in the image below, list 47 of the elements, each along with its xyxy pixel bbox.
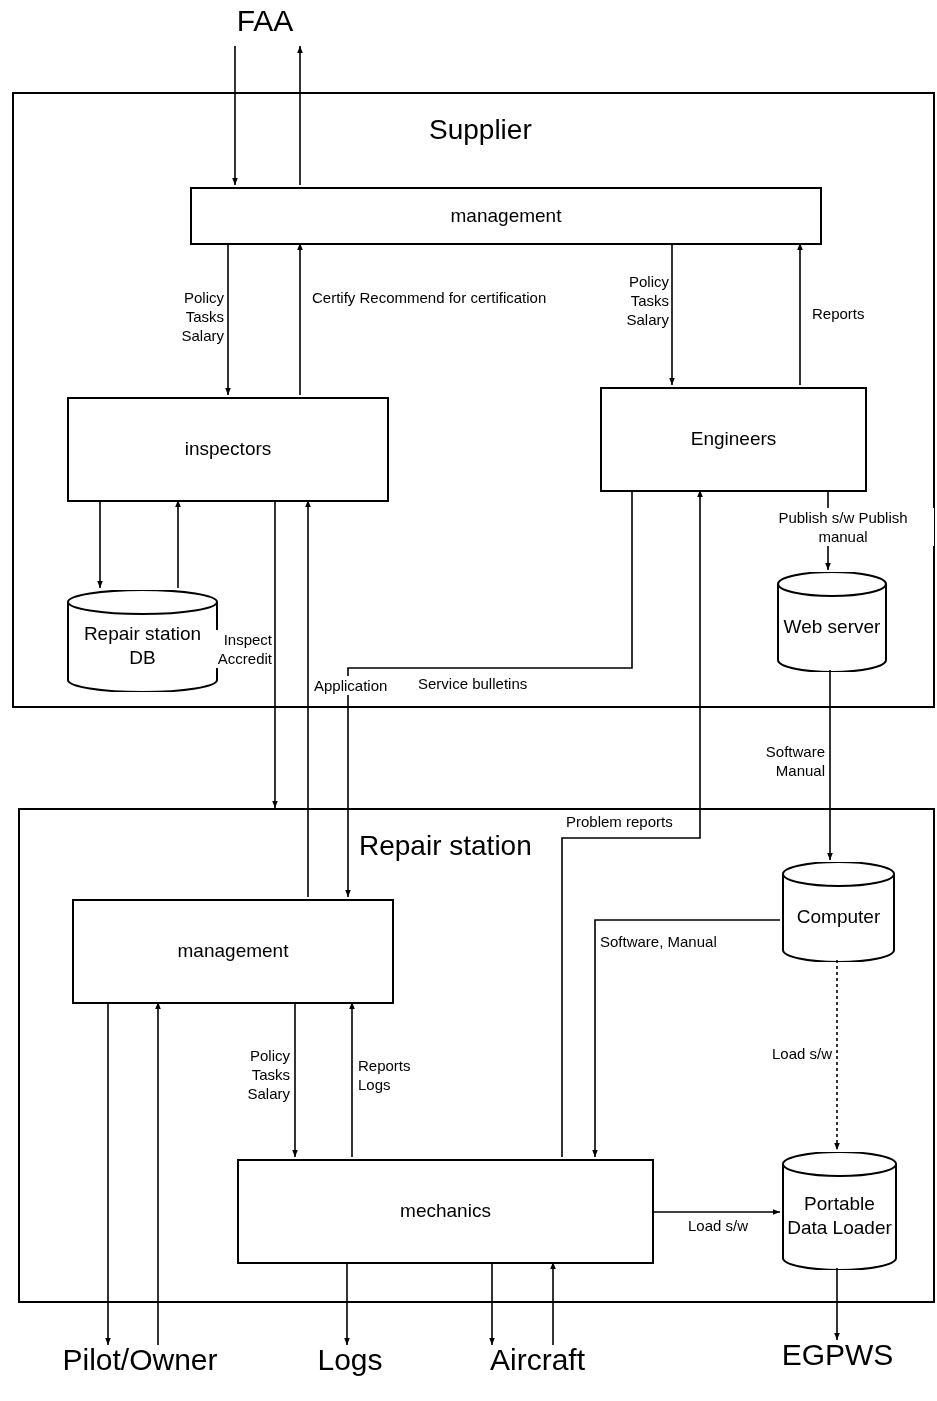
arrow <box>105 1001 111 1346</box>
arrow <box>225 242 231 396</box>
arrow <box>272 499 278 809</box>
arrow <box>155 1001 161 1346</box>
arrow <box>550 1261 556 1346</box>
node-label: Computer <box>796 905 881 929</box>
node-label: EGPWS <box>781 1340 894 1370</box>
node-label: Web server <box>783 615 881 639</box>
arrow <box>349 1001 355 1158</box>
node-label: Portable Data Loader <box>786 1192 893 1240</box>
node-label: Pilot/Owner <box>62 1345 218 1375</box>
organization-boundary <box>18 808 935 1303</box>
organization-boundary <box>12 92 935 708</box>
arrow <box>97 499 103 589</box>
node-label: Aircraft <box>490 1345 585 1375</box>
process-box <box>237 1159 654 1264</box>
arrow <box>489 1261 495 1346</box>
arrow <box>834 1267 840 1341</box>
arrow <box>669 242 675 386</box>
process-box <box>67 397 389 502</box>
node-label: management <box>450 203 562 228</box>
arrow <box>232 45 238 186</box>
dotted-arrow <box>834 959 840 1151</box>
node-label: FAA <box>236 6 294 36</box>
arrow <box>345 489 633 898</box>
node-label: inspectors <box>184 437 272 462</box>
arrow <box>827 669 833 861</box>
node-label: Repair station DB <box>82 622 203 670</box>
node-label: Logs <box>317 1345 383 1375</box>
arrow <box>292 1001 298 1158</box>
arrow <box>592 919 781 1158</box>
arrow <box>344 1261 350 1346</box>
arrow <box>305 499 311 898</box>
arrow <box>297 45 303 186</box>
process-box <box>600 387 867 492</box>
section-title: Supplier <box>429 116 532 144</box>
node-label: mechanics <box>400 1199 491 1224</box>
section-title: Repair station <box>359 832 532 860</box>
arrow <box>297 242 303 396</box>
arrow <box>175 499 181 589</box>
arrow <box>651 1209 781 1215</box>
process-box <box>190 187 822 245</box>
node-label: Engineers <box>690 427 777 452</box>
node-label: management <box>177 939 289 964</box>
arrow <box>561 489 703 1158</box>
arrow <box>797 242 803 386</box>
process-box <box>72 899 394 1004</box>
